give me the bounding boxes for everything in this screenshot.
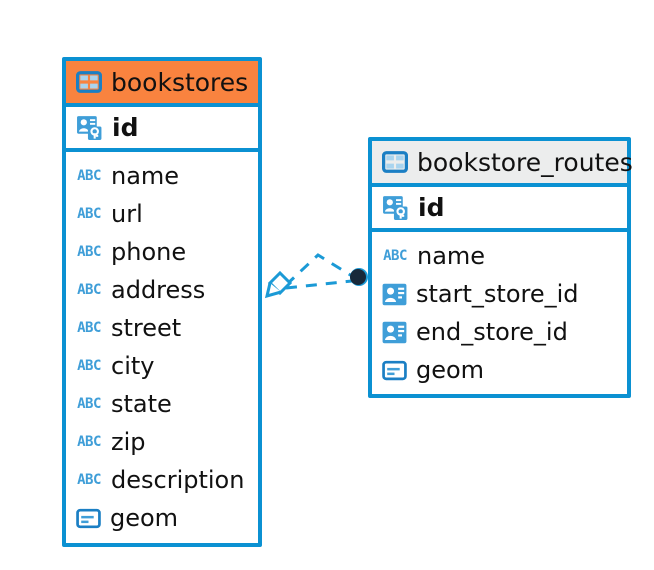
field-label-geom: geom bbox=[110, 504, 179, 532]
field-label-city: city bbox=[111, 352, 155, 380]
entity-table-bookstores[interactable]: bookstores id bbox=[62, 57, 262, 547]
field-label-phone: phone bbox=[111, 238, 187, 266]
abc-text-icon: ABC bbox=[77, 282, 101, 298]
field-row-city[interactable]: ABC city bbox=[66, 347, 258, 385]
field-label-description: description bbox=[111, 466, 245, 494]
relationship-line-lower bbox=[285, 279, 353, 290]
foreign-key-icon bbox=[382, 282, 407, 307]
field-row-start-store-id[interactable]: start_store_id bbox=[372, 275, 627, 313]
field-row-address[interactable]: ABC address bbox=[66, 271, 258, 309]
field-row-geom[interactable]: geom bbox=[66, 499, 258, 537]
entity-table-bookstore-routes[interactable]: bookstore_routes id bbox=[368, 137, 633, 398]
abc-text-icon: ABC bbox=[77, 244, 101, 260]
field-label-name: name bbox=[111, 162, 180, 190]
field-label-end-store-id: end_store_id bbox=[416, 318, 568, 346]
field-row-name[interactable]: ABC name bbox=[372, 237, 627, 275]
entity-title-bookstores: bookstores bbox=[111, 67, 249, 97]
primary-key-row-bookstores[interactable]: id bbox=[66, 107, 258, 152]
entity-header-bookstore-routes[interactable]: bookstore_routes bbox=[372, 141, 633, 187]
field-row-end-store-id[interactable]: end_store_id bbox=[372, 313, 627, 351]
abc-text-icon: ABC bbox=[77, 358, 101, 374]
field-list-bookstore-routes: ABC name start_store_id bbox=[372, 232, 627, 395]
abc-text-icon: ABC bbox=[77, 320, 101, 336]
abc-text-icon: ABC bbox=[383, 248, 407, 264]
field-list-bookstores: ABC name ABC url ABC phone ABC address A… bbox=[66, 152, 258, 543]
diamond-marker bbox=[264, 270, 293, 299]
field-row-description[interactable]: ABC description bbox=[66, 461, 258, 499]
table-icon bbox=[382, 149, 408, 175]
foreign-key-icon bbox=[382, 320, 407, 345]
field-row-zip[interactable]: ABC zip bbox=[66, 423, 258, 461]
entity-header-bookstores[interactable]: bookstores bbox=[66, 61, 258, 107]
field-row-phone[interactable]: ABC phone bbox=[66, 233, 258, 271]
primary-key-label-bookstores: id bbox=[112, 113, 139, 142]
abc-text-icon: ABC bbox=[77, 168, 101, 184]
primary-key-row-bookstore-routes[interactable]: id bbox=[372, 187, 627, 232]
primary-key-label-bookstore-routes: id bbox=[418, 193, 445, 222]
field-label-address: address bbox=[111, 276, 206, 304]
geometry-icon bbox=[382, 358, 407, 383]
relationship-line-upper bbox=[284, 253, 353, 287]
field-row-name[interactable]: ABC name bbox=[66, 157, 258, 195]
geometry-icon bbox=[76, 506, 101, 531]
field-label-name: name bbox=[417, 242, 486, 270]
filled-circle-marker bbox=[350, 268, 368, 286]
abc-text-icon: ABC bbox=[77, 472, 101, 488]
field-row-geom[interactable]: geom bbox=[372, 351, 627, 389]
field-label-geom: geom bbox=[416, 356, 485, 384]
field-label-start-store-id: start_store_id bbox=[416, 280, 579, 308]
field-row-street[interactable]: ABC street bbox=[66, 309, 258, 347]
primary-key-icon bbox=[382, 194, 409, 221]
field-label-street: street bbox=[111, 314, 182, 342]
table-icon bbox=[76, 69, 102, 95]
field-row-state[interactable]: ABC state bbox=[66, 385, 258, 423]
abc-text-icon: ABC bbox=[77, 206, 101, 222]
field-label-zip: zip bbox=[111, 428, 146, 456]
field-label-state: state bbox=[111, 390, 172, 418]
abc-text-icon: ABC bbox=[77, 434, 101, 450]
entity-title-bookstore-routes: bookstore_routes bbox=[417, 147, 633, 177]
abc-text-icon: ABC bbox=[77, 396, 101, 412]
primary-key-icon bbox=[76, 114, 103, 141]
field-row-url[interactable]: ABC url bbox=[66, 195, 258, 233]
field-label-url: url bbox=[111, 200, 143, 228]
